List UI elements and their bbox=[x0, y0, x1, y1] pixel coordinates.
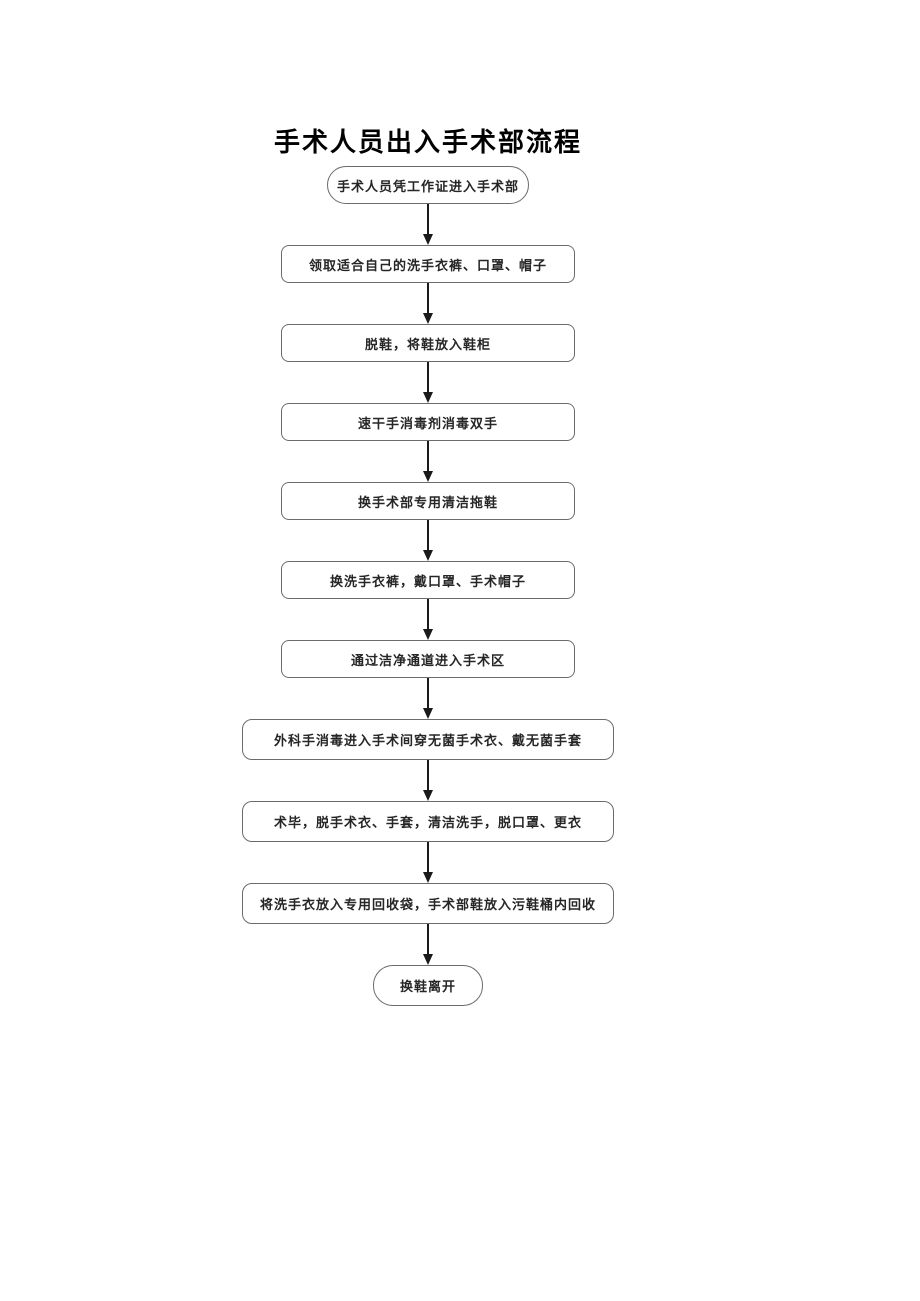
process-node: 脱鞋，将鞋放入鞋柜 bbox=[281, 324, 575, 362]
page-title: 手术人员出入手术部流程 bbox=[273, 128, 582, 157]
arrow-head-icon bbox=[423, 708, 433, 719]
flowchart: 手术人员凭工作证进入手术部领取适合自己的洗手衣裤、口罩、帽子脱鞋，将鞋放入鞋柜速… bbox=[242, 166, 614, 1006]
node-label: 换手术部专用清洁拖鞋 bbox=[357, 494, 498, 510]
flow-arrow-down bbox=[423, 924, 433, 965]
arrow-head-icon bbox=[423, 872, 433, 883]
arrow-line bbox=[427, 362, 429, 392]
node-label: 外科手消毒进入手术间穿无菌手术衣、戴无菌手套 bbox=[273, 733, 582, 748]
node-label: 手术人员凭工作证进入手术部 bbox=[336, 178, 519, 194]
process-node: 将洗手衣放入专用回收袋，手术部鞋放入污鞋桶内回收 bbox=[242, 883, 614, 924]
flow-arrow-down bbox=[423, 842, 433, 883]
arrow-line bbox=[427, 599, 429, 629]
process-node: 外科手消毒进入手术间穿无菌手术衣、戴无菌手套 bbox=[242, 719, 614, 760]
arrow-head-icon bbox=[423, 234, 433, 245]
flow-arrow-down bbox=[423, 441, 433, 482]
node-label: 换鞋离开 bbox=[399, 979, 456, 994]
process-node: 通过洁净通道进入手术区 bbox=[281, 640, 575, 678]
arrow-line bbox=[427, 678, 429, 708]
process-node: 换洗手衣裤，戴口罩、手术帽子 bbox=[281, 561, 575, 599]
arrow-head-icon bbox=[423, 790, 433, 801]
arrow-line bbox=[427, 760, 429, 790]
node-label: 术毕，脱手术衣、手套，清洁洗手，脱口罩、更衣 bbox=[273, 815, 582, 830]
flow-arrow-down bbox=[423, 204, 433, 245]
process-node: 速干手消毒剂消毒双手 bbox=[281, 403, 575, 441]
arrow-head-icon bbox=[423, 313, 433, 324]
arrow-head-icon bbox=[423, 392, 433, 403]
arrow-head-icon bbox=[423, 954, 433, 965]
flow-arrow-down bbox=[423, 599, 433, 640]
process-node: 领取适合自己的洗手衣裤、口罩、帽子 bbox=[281, 245, 575, 283]
arrow-line bbox=[427, 204, 429, 234]
node-label: 领取适合自己的洗手衣裤、口罩、帽子 bbox=[308, 257, 547, 273]
arrow-line bbox=[427, 520, 429, 550]
arrow-line bbox=[427, 924, 429, 954]
end-node: 换鞋离开 bbox=[373, 965, 483, 1006]
arrow-line bbox=[427, 842, 429, 872]
node-label: 脱鞋，将鞋放入鞋柜 bbox=[364, 336, 491, 352]
node-label: 将洗手衣放入专用回收袋，手术部鞋放入污鞋桶内回收 bbox=[259, 897, 596, 912]
process-node: 术毕，脱手术衣、手套，清洁洗手，脱口罩、更衣 bbox=[242, 801, 614, 842]
flow-arrow-down bbox=[423, 520, 433, 561]
arrow-head-icon bbox=[423, 629, 433, 640]
arrow-line bbox=[427, 283, 429, 313]
process-node: 换手术部专用清洁拖鞋 bbox=[281, 482, 575, 520]
flow-arrow-down bbox=[423, 678, 433, 719]
node-label: 通过洁净通道进入手术区 bbox=[350, 652, 505, 668]
arrow-line bbox=[427, 441, 429, 471]
node-label: 速干手消毒剂消毒双手 bbox=[357, 415, 498, 431]
flow-arrow-down bbox=[423, 283, 433, 324]
flow-arrow-down bbox=[423, 362, 433, 403]
node-label: 换洗手衣裤，戴口罩、手术帽子 bbox=[329, 573, 526, 589]
flowchart-content: 手术人员出入手术部流程 手术人员凭工作证进入手术部领取适合自己的洗手衣裤、口罩、… bbox=[242, 128, 614, 1006]
arrow-head-icon bbox=[423, 550, 433, 561]
flow-arrow-down bbox=[423, 760, 433, 801]
start-node: 手术人员凭工作证进入手术部 bbox=[327, 166, 529, 204]
arrow-head-icon bbox=[423, 471, 433, 482]
